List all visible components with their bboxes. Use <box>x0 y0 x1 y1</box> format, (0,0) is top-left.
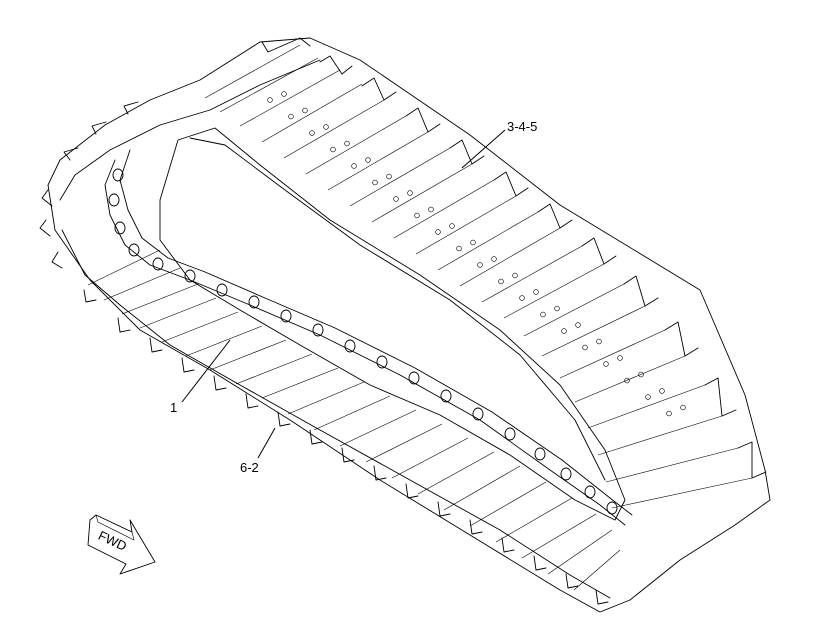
shoe-bolt-hole <box>533 289 539 295</box>
shoe-bolt-hole <box>386 173 392 180</box>
chain-link-bolt <box>280 309 292 323</box>
shoe-bolt-hole <box>638 371 644 378</box>
shoe-bolt-hole <box>477 262 483 268</box>
shoe-bolt-hole <box>267 97 273 103</box>
chain-link-bolt <box>128 243 140 257</box>
shoe-bolt-hole <box>617 355 623 361</box>
chain-link-bolt <box>376 355 388 369</box>
chain-link-bolt <box>560 467 572 481</box>
shoe-bolt-hole <box>351 163 357 169</box>
shoe-bolt-hole <box>519 295 525 301</box>
callout-shoe-group: 3-4-5 <box>507 119 537 134</box>
shoe-bolt-hole <box>624 377 630 384</box>
shoe-bolt-hole <box>372 179 378 186</box>
shoe-bolt-hole <box>680 404 686 411</box>
chain-link-bolt <box>534 447 546 461</box>
chain-link-bolt <box>248 295 260 309</box>
fwd-label: FWD <box>96 528 129 554</box>
shoe-bolt-hole <box>596 338 602 345</box>
shoe-bolt-hole <box>645 394 651 400</box>
chain-link-bolt <box>472 407 484 421</box>
callout-chain: 1 <box>170 400 177 415</box>
chain-link-bolt <box>216 283 228 297</box>
shoe-bolt-hole <box>582 344 588 351</box>
shoe-bolt-hole <box>288 113 294 120</box>
chain-links <box>104 91 686 526</box>
bottom-run-shoes <box>39 101 621 605</box>
shoe-bolt-hole <box>393 196 399 202</box>
chain-link-bolt <box>408 371 420 385</box>
shoe-bolt-hole <box>428 206 434 213</box>
shoe-bolt-hole <box>302 107 308 114</box>
shoe-bolt-hole <box>407 190 413 196</box>
callout-leader-chain <box>181 339 231 403</box>
chain-link-bolt <box>584 485 596 499</box>
shoe-bolt-hole <box>281 91 287 97</box>
shoe-bolt-hole <box>435 229 441 235</box>
shoe-bolt-hole <box>449 223 455 229</box>
shoe-bolt-hole <box>414 212 420 219</box>
chain-link-bolt <box>606 501 618 515</box>
track-outline <box>47 37 771 613</box>
shoe-bolt-hole <box>666 410 672 417</box>
shoe-bolt-hole <box>323 124 329 130</box>
shoe-bolt-hole <box>659 388 665 394</box>
chain-link-bolt <box>114 221 126 235</box>
shoe-bolt-hole <box>554 305 560 312</box>
shoe-bolt-hole <box>561 328 567 334</box>
chain-link-bolt <box>112 168 124 182</box>
shoe-bolt-hole <box>498 278 504 285</box>
callout-leader-assembly <box>257 427 276 459</box>
callout-track-assembly: 6-2 <box>240 460 259 475</box>
shoe-bolt-hole <box>344 140 350 147</box>
chain-link-bolt <box>312 323 324 337</box>
shoe-bolt-hole <box>470 239 476 246</box>
chain-link-bolt <box>152 257 164 271</box>
top-run-shoes <box>204 37 767 509</box>
shoe-bolt-hole <box>456 245 462 252</box>
shoe-bolt-hole <box>512 272 518 279</box>
chain-link-bolt <box>108 193 120 207</box>
shoe-bolt-hole <box>603 361 609 367</box>
callout-leader-shoe <box>461 129 506 169</box>
shoe-bolt-hole <box>491 256 497 262</box>
shoe-bolt-hole <box>540 311 546 318</box>
chain-link-bolt <box>344 339 356 353</box>
shoe-bolt-hole <box>575 322 581 328</box>
shoe-bolt-hole <box>365 157 371 163</box>
chain-link-bolt <box>184 269 196 283</box>
shoe-bolt-hole <box>309 130 315 136</box>
forward-direction-arrow: FWD <box>87 514 156 575</box>
chain-link-bolt <box>504 427 516 441</box>
chain-link-bolt <box>440 389 452 403</box>
shoe-bolt-hole <box>330 146 336 153</box>
